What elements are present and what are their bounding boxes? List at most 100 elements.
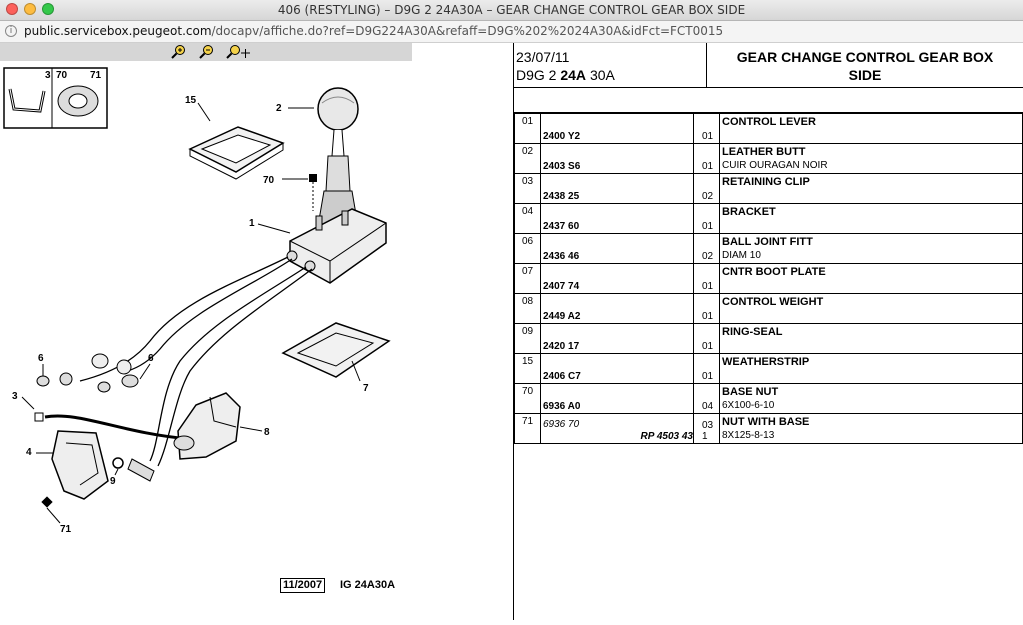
quantity-cell: 01: [693, 263, 720, 294]
part-description: BRACKET: [722, 206, 776, 218]
table-row[interactable]: 03 2438 25 02 RETAINING CLIP: [514, 173, 1023, 204]
zoom-move-icon[interactable]: [225, 44, 251, 60]
zoom-in-icon[interactable]: [170, 44, 188, 60]
part-reference[interactable]: 2407 74: [543, 281, 580, 292]
part-quantity: 01: [702, 311, 714, 322]
part-reference[interactable]: 2406 C7: [543, 371, 581, 382]
title-line-2: SIDE: [848, 67, 882, 83]
part-quantity: 02: [702, 251, 714, 262]
description-cell: BRACKET: [719, 203, 1023, 234]
callout-8: 8: [264, 427, 270, 438]
part-description: NUT WITH BASE: [722, 416, 810, 428]
header-code-suffix: 30A: [589, 67, 615, 83]
part-ref-cell: 2438 25: [540, 173, 694, 204]
replacement-quantity: 1: [702, 431, 708, 442]
part-reference[interactable]: 2400 Y2: [543, 131, 581, 142]
diagram-pane: 3 70 71 15 2 70: [0, 43, 513, 620]
quantity-cell: 01: [693, 203, 720, 234]
replacement-reference[interactable]: RP 4503 43: [640, 431, 693, 442]
part-description: CONTROL LEVER: [722, 116, 816, 128]
window-controls: [6, 3, 54, 15]
part-description: CNTR BOOT PLATE: [722, 266, 826, 278]
part-ref-cell: 2403 S6: [540, 143, 694, 174]
inset-box: [3, 67, 108, 129]
header-date: 23/07/11: [516, 49, 570, 65]
line-number-cell: 08: [514, 293, 541, 324]
url-field[interactable]: public.servicebox.peugeot.com/docapv/aff…: [24, 24, 723, 38]
title-line-1: GEAR CHANGE CONTROL GEAR BOX: [736, 49, 994, 65]
address-bar[interactable]: i public.servicebox.peugeot.com/docapv/a…: [0, 21, 1023, 43]
zoom-toolbar: [0, 43, 412, 61]
quantity-cell: 02: [693, 233, 720, 264]
window-titlebar: 406 (RESTYLING) – D9G 2 24A30A – GEAR CH…: [0, 0, 1023, 21]
header-separator: [706, 43, 707, 87]
header-code-bold: 24A: [560, 67, 587, 83]
zoom-window-button[interactable]: [42, 3, 54, 15]
part-reference[interactable]: 2436 46: [543, 251, 580, 262]
table-row[interactable]: 08 2449 A2 01 CONTROL WEIGHT: [514, 293, 1023, 324]
line-number: 01: [522, 116, 534, 127]
url-host: public.servicebox.peugeot.com: [24, 24, 212, 38]
part-description: BALL JOINT FITT: [722, 236, 813, 248]
line-number: 04: [522, 206, 534, 217]
parts-header: 23/07/11 D9G 2 24A 30A GEAR CHANGE CONTR…: [514, 43, 1023, 88]
part-reference[interactable]: 2420 17: [543, 341, 580, 352]
minimize-window-button[interactable]: [24, 3, 36, 15]
line-number-cell: 70: [514, 383, 541, 414]
part-ref-cell: 2407 74: [540, 263, 694, 294]
line-number-cell: 03: [514, 173, 541, 204]
part-ref-cell: 2436 46: [540, 233, 694, 264]
line-number-cell: 71: [514, 413, 541, 444]
part-quantity: 01: [702, 341, 714, 352]
callout-2: 2: [276, 103, 282, 114]
quantity-cell: 01: [693, 113, 720, 144]
part-reference[interactable]: 2449 A2: [543, 311, 581, 322]
line-number: 03: [522, 176, 534, 187]
callout-4: 4: [26, 447, 32, 458]
callout-3: 3: [45, 70, 51, 81]
part-reference[interactable]: 2403 S6: [543, 161, 581, 172]
header-code: D9G 2 24A 30A: [516, 66, 615, 84]
zoom-out-icon[interactable]: [198, 44, 216, 60]
table-row[interactable]: 01 2400 Y2 01 CONTROL LEVER: [514, 113, 1023, 144]
line-number: 70: [522, 386, 534, 397]
page-title: GEAR CHANGE CONTROL GEAR BOX SIDE: [707, 48, 1023, 84]
part-reference[interactable]: 2438 25: [543, 191, 580, 202]
part-ref-cell: 2449 A2: [540, 293, 694, 324]
part-quantity: 01: [702, 131, 714, 142]
part-reference[interactable]: 6936 A0: [543, 401, 581, 412]
description-cell: CONTROL WEIGHT: [719, 293, 1023, 324]
table-row[interactable]: 04 2437 60 01 BRACKET: [514, 203, 1023, 234]
part-reference[interactable]: 6936 70: [543, 419, 580, 430]
part-description: CONTROL WEIGHT: [722, 296, 824, 308]
callout-6a: 6: [38, 353, 44, 364]
callout-70: 70: [56, 70, 68, 81]
part-quantity: 02: [702, 191, 714, 202]
description-cell: RING-SEAL: [719, 323, 1023, 354]
page-info-icon[interactable]: i: [5, 25, 17, 37]
part-ref-cell: 6936 A0: [540, 383, 694, 414]
close-window-button[interactable]: [6, 3, 18, 15]
part-description-detail: 8X125-8-13: [722, 430, 775, 441]
line-number-cell: 06: [514, 233, 541, 264]
line-number: 71: [522, 416, 534, 427]
parts-drawing: 3 70 71 15 2 70: [3, 67, 391, 535]
callout-15: 15: [185, 95, 197, 106]
part-reference[interactable]: 2437 60: [543, 221, 580, 232]
part-quantity: 01: [702, 221, 714, 232]
part-quantity: 01: [702, 161, 714, 172]
line-number: 08: [522, 296, 534, 307]
part-description: BASE NUT: [722, 386, 779, 398]
description-cell: RETAINING CLIP: [719, 173, 1023, 204]
part-description-detail: CUIR OURAGAN NOIR: [722, 160, 828, 171]
